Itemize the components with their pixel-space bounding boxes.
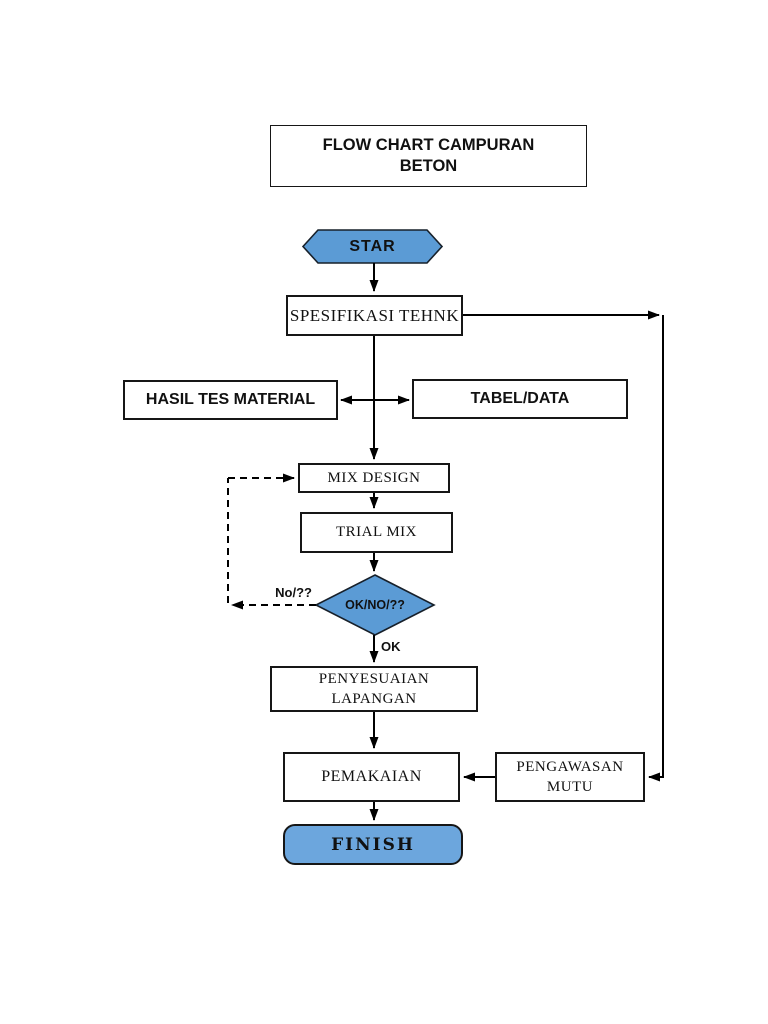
trial-label: TRIAL MIX — [335, 524, 418, 540]
pengawasan-mutu-node: PENGAWASAN MUTU — [495, 752, 645, 802]
penyesuaian-line2: LAPANGAN — [331, 691, 417, 707]
edge-right-down-to-pengawasan — [648, 315, 664, 782]
penyesuaian-line1: PENYESUAIAN — [318, 671, 430, 687]
title-line2: BETON — [399, 157, 458, 175]
start-node-label: STAR — [349, 237, 396, 255]
start-hexagon-shape — [301, 229, 444, 264]
spec-label: SPESIFIKASI TEHNK — [289, 305, 460, 325]
spec-node: SPESIFIKASI TEHNK — [286, 295, 463, 336]
pemakaian-label: PEMAKAIAN — [321, 768, 422, 785]
tabel-label: TABEL/DATA — [470, 390, 570, 407]
title-line1: FLOW CHART CAMPURAN — [322, 136, 535, 154]
pemakaian-node: PEMAKAIAN — [283, 752, 460, 802]
finish-label: FINISH — [331, 834, 415, 855]
trial-mix-node: TRIAL MIX — [300, 512, 453, 553]
mix-design-node: MIX DESIGN — [298, 463, 450, 493]
ok-branch-label: OK — [381, 639, 401, 654]
finish-node: FINISH — [283, 824, 463, 865]
pengawasan-line2: MUTU — [546, 779, 594, 795]
title-box: FLOW CHART CAMPURAN BETON — [270, 125, 587, 187]
hasil-tes-material-node: HASIL TES MATERIAL — [123, 380, 338, 420]
tabel-data-node: TABEL/DATA — [412, 379, 628, 419]
hasil-label: HASIL TES MATERIAL — [145, 391, 316, 408]
decision-node-label: OK/NO/?? — [345, 598, 405, 612]
no-branch-label: No/?? — [275, 585, 312, 600]
penyesuaian-lapangan-node: PENYESUAIAN LAPANGAN — [270, 666, 478, 712]
pengawasan-line1: PENGAWASAN — [516, 759, 624, 775]
mix-label: MIX DESIGN — [327, 469, 421, 486]
